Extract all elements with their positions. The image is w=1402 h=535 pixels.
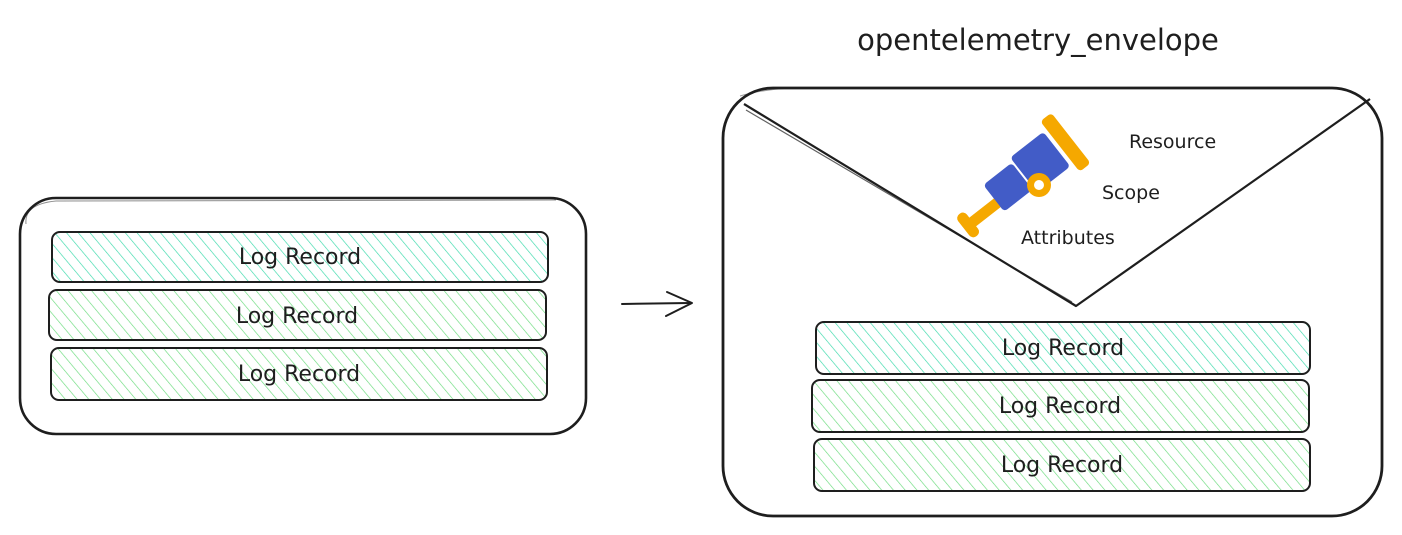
opentelemetry-telescope-logo bbox=[957, 114, 1090, 238]
source-log-record-3-label: Log Record bbox=[238, 362, 360, 387]
envelope-flap bbox=[743, 98, 1371, 308]
envelope-log-record-1: Log Record bbox=[815, 321, 1311, 375]
source-batch-container bbox=[18, 196, 588, 436]
envelope-log-record-3-label: Log Record bbox=[1001, 453, 1123, 478]
right-arrow-icon bbox=[621, 291, 693, 317]
envelope-log-record-3: Log Record bbox=[813, 438, 1311, 492]
envelope-title: opentelemetry_envelope bbox=[857, 23, 1219, 57]
attributes-label: Attributes bbox=[1021, 227, 1115, 249]
envelope-log-record-1-label: Log Record bbox=[1002, 336, 1124, 361]
source-log-record-3: Log Record bbox=[50, 347, 548, 401]
envelope: Resource Scope Attributes Log Record Log… bbox=[721, 86, 1384, 518]
envelope-log-record-2: Log Record bbox=[811, 379, 1310, 433]
source-log-record-1-label: Log Record bbox=[239, 245, 361, 270]
envelope-log-record-2-label: Log Record bbox=[999, 394, 1121, 419]
envelope-body bbox=[721, 86, 1384, 518]
source-log-record-1: Log Record bbox=[51, 231, 549, 283]
scope-label: Scope bbox=[1102, 182, 1160, 204]
source-log-record-2: Log Record bbox=[48, 289, 547, 341]
resource-label: Resource bbox=[1129, 131, 1216, 153]
source-batch: Log Record Log Record Log Record bbox=[18, 196, 588, 436]
source-log-record-2-label: Log Record bbox=[236, 304, 358, 329]
